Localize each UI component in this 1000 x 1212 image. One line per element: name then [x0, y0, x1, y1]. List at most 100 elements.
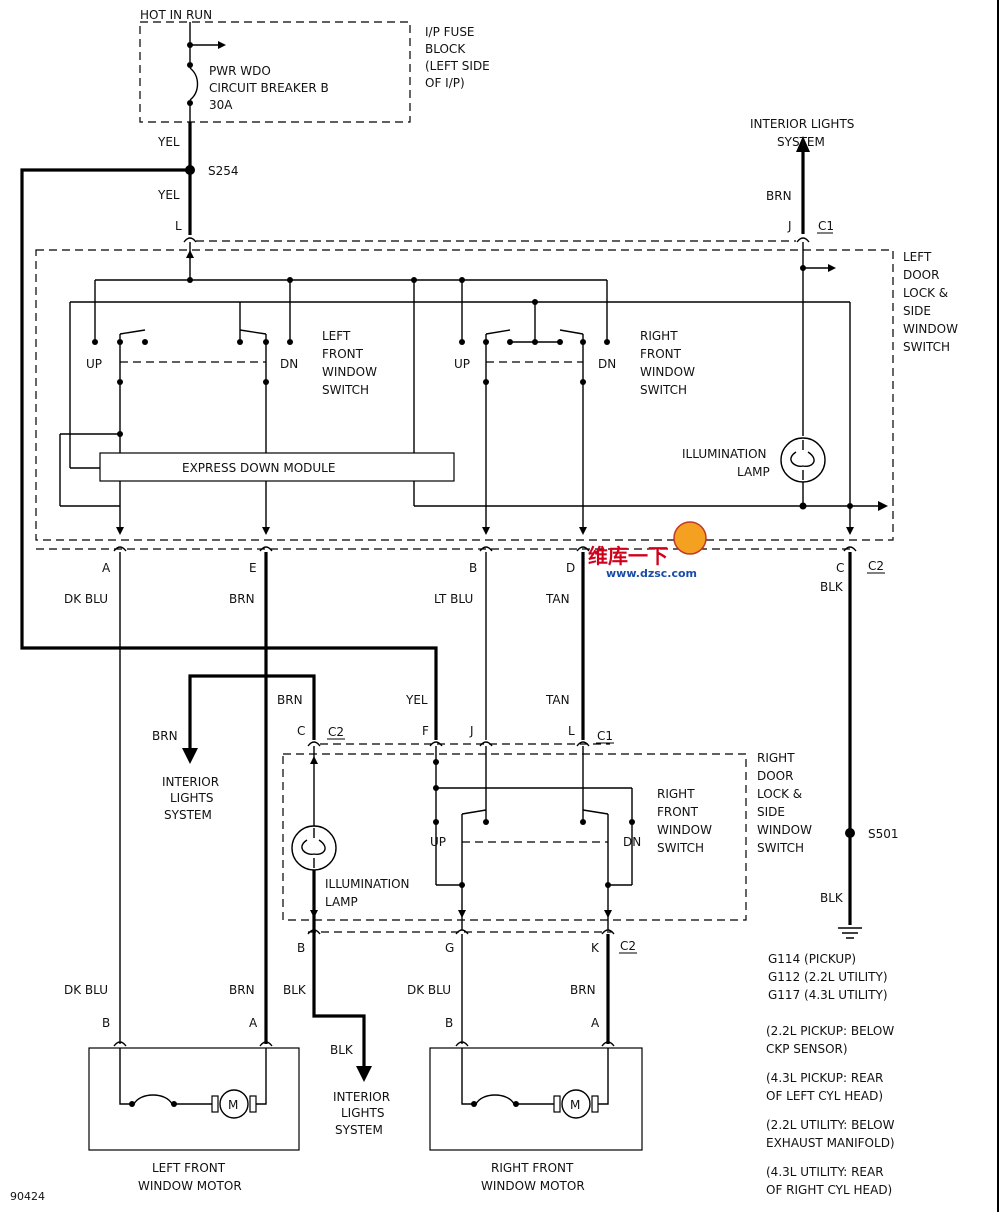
c1-top-connector: J C1 BRN INTERIOR LIGHTS SYSTEM — [196, 117, 854, 243]
pin-e-c2: E — [249, 561, 257, 575]
ground-notes: G114 (PICKUP) G112 (2.2L UTILITY) G117 (… — [766, 952, 895, 1197]
right-motor-label-2: WINDOW MOTOR — [481, 1179, 585, 1193]
watermark-text: 维库一下 — [588, 544, 668, 568]
interior-lights-left-1: INTERIOR — [162, 775, 219, 789]
splice-s501-label: S501 — [868, 827, 899, 841]
splice-s501 — [845, 828, 855, 838]
right-switch-title-6: SWITCH — [757, 841, 804, 855]
right-motor-breaker-icon — [475, 1094, 515, 1105]
watermark-url: www.dzsc.com — [606, 567, 697, 580]
ground-g117: G117 (4.3L UTILITY) — [768, 988, 888, 1002]
breaker-label-1: PWR WDO — [209, 64, 271, 78]
left-motor-pin-b: B — [102, 1016, 110, 1030]
left-switch-title-3: LOCK & — [903, 286, 948, 300]
pin-c-c2: C — [836, 561, 844, 575]
yel-label-upper: YEL — [157, 135, 180, 149]
left-switch-title-1: LEFT — [903, 250, 932, 264]
left-illum-label-1: ILLUMINATION — [682, 447, 767, 461]
left-switch-title-4: SIDE — [903, 304, 931, 318]
pin-b-c2: B — [469, 561, 477, 575]
right-motor-m: M — [570, 1098, 580, 1112]
watermark: 维库一下 www.dzsc.com — [588, 521, 707, 580]
pin-g-right-door: G — [445, 941, 454, 955]
right-motor-pin-a: A — [591, 1016, 600, 1030]
left-motor-label-2: WINDOW MOTOR — [138, 1179, 242, 1193]
express-down-label: EXPRESS DOWN MODULE — [182, 461, 335, 475]
interior-lights-bottom-2: LIGHTS — [341, 1106, 385, 1120]
right-door-rf-label-1: RIGHT — [657, 787, 695, 801]
lt-blu-label-b: LT BLU — [434, 592, 473, 606]
lower-wires: DK BLU BRN BLK BLK INTERIOR LIGHTS SYSTE… — [64, 934, 610, 1137]
fuse-block-label-1: I/P FUSE — [425, 25, 475, 39]
blk-label-arrow: BLK — [330, 1043, 354, 1057]
pin-j-top: J — [787, 219, 792, 233]
ground-g114: G114 (PICKUP) — [768, 952, 856, 966]
left-up-label: UP — [86, 357, 102, 371]
pin-a-c2: A — [102, 561, 111, 575]
right-front-window-motor: B A M RIGHT FRONT WINDOW MOTOR — [429, 1016, 643, 1193]
right-door-switch-assembly: C C2 F J L C1 RIGHT DOOR LOCK & SIDE WIN… — [282, 724, 812, 955]
ground-note2-1: (4.3L PICKUP: REAR — [766, 1071, 883, 1085]
ground-g112: G112 (2.2L UTILITY) — [768, 970, 888, 984]
right-door-rf-label-3: WINDOW — [657, 823, 712, 837]
right-up-label: UP — [454, 357, 470, 371]
ground-note1-1: (2.2L PICKUP: BELOW — [766, 1024, 894, 1038]
right-motor-label-1: RIGHT FRONT — [491, 1161, 574, 1175]
lf-switch-label-2: FRONT — [322, 347, 364, 361]
pin-j-right: J — [469, 724, 474, 738]
brn-label-left-motor: BRN — [229, 983, 255, 997]
fuse-block-label-3: (LEFT SIDE — [425, 59, 490, 73]
pin-b-right-door: B — [297, 941, 305, 955]
lf-switch-label-4: SWITCH — [322, 383, 369, 397]
breaker-label-2: CIRCUIT BREAKER B — [209, 81, 329, 95]
lf-switch-label-1: LEFT — [322, 329, 351, 343]
right-switch-title-4: SIDE — [757, 805, 785, 819]
interior-lights-bottom-1: INTERIOR — [333, 1090, 390, 1104]
left-door-switch-assembly: LEFT DOOR LOCK & SIDE WINDOW SWITCH — [35, 242, 958, 541]
harness-wires: DK BLU BRN LT BLU TAN TAN BLK S501 BLK Y… — [64, 552, 899, 1044]
brn-label-arrow: BRN — [152, 729, 178, 743]
rf-switch-label-3: WINDOW — [640, 365, 695, 379]
lf-switch-label-3: WINDOW — [322, 365, 377, 379]
right-switch-title-5: WINDOW — [757, 823, 812, 837]
yel-label-lower: YEL — [157, 188, 180, 202]
left-switch-title-6: SWITCH — [903, 340, 950, 354]
right-door-rf-label-2: FRONT — [657, 805, 699, 819]
ground-icon — [838, 927, 862, 939]
yel-label-f: YEL — [405, 693, 428, 707]
right-door-dn-label: DN — [623, 835, 641, 849]
brn-label-k: BRN — [570, 983, 596, 997]
blk-label-b: BLK — [283, 983, 307, 997]
fuse-block: HOT IN RUN I/P FUSE BLOCK (LEFT SIDE OF … — [139, 8, 490, 123]
left-front-window-motor: B A M LEFT FRONT WINDOW MOTOR — [88, 1016, 300, 1193]
c1-label-right-door: C1 — [597, 729, 613, 743]
ground-note3-1: (2.2L UTILITY: BELOW — [766, 1118, 895, 1132]
right-switch-title-1: RIGHT — [757, 751, 795, 765]
left-switch-title-2: DOOR — [903, 268, 939, 282]
rf-switch-label-1: RIGHT — [640, 329, 678, 343]
breaker-rating: 30A — [209, 98, 233, 112]
pin-l-left: L — [175, 219, 182, 233]
interior-lights-top-1: INTERIOR LIGHTS — [750, 117, 854, 131]
brn-label-e: BRN — [229, 592, 255, 606]
right-illum-label-1: ILLUMINATION — [325, 877, 410, 891]
right-switch-title-3: LOCK & — [757, 787, 802, 801]
ground-note4-1: (4.3L UTILITY: REAR — [766, 1165, 884, 1179]
splice-s254-label: S254 — [208, 164, 239, 178]
c2-lower-connector: A E B D C C2 — [36, 546, 885, 575]
blk-label-c: BLK — [820, 580, 844, 594]
right-illum-label-2: LAMP — [325, 895, 358, 909]
interior-lights-left-2: LIGHTS — [170, 791, 214, 805]
yel-feed: YEL S254 YEL L — [20, 122, 438, 740]
c2-label-right-door: C2 — [328, 725, 344, 739]
blk-label-lower: BLK — [820, 891, 844, 905]
right-door-rf-label-4: SWITCH — [657, 841, 704, 855]
right-door-up-label: UP — [430, 835, 446, 849]
ground-note1-2: CKP SENSOR) — [766, 1042, 848, 1056]
interior-lights-left-3: SYSTEM — [164, 808, 212, 822]
c1-top-label: C1 — [818, 219, 834, 233]
circuit-breaker-icon — [189, 67, 199, 101]
interior-lights-top-2: SYSTEM — [777, 135, 825, 149]
brn-label-top: BRN — [766, 189, 792, 203]
